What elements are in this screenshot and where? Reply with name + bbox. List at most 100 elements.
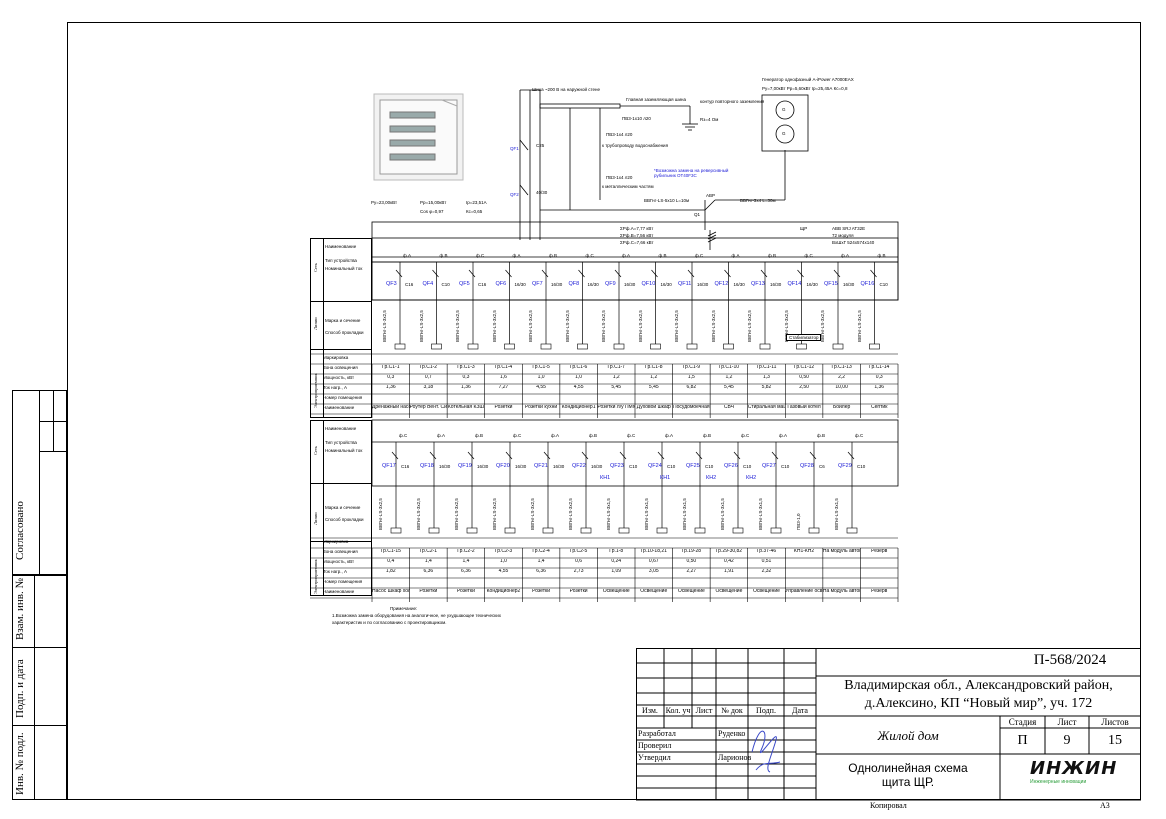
load-symbol — [542, 527, 554, 534]
row2-nominal-label: Номинальный ток — [325, 448, 363, 453]
table-row-label: Зона освещения — [323, 365, 358, 370]
table-cell-names: Стиральная машина — [747, 405, 786, 410]
load-symbol — [504, 527, 516, 534]
breaker-symbol — [833, 269, 841, 278]
table-cell-groups: Гр.С1-5 — [532, 365, 550, 370]
table-cell-power: 0,50 — [799, 375, 809, 380]
table-cell-power: 1,2 — [725, 375, 733, 380]
table-cell-names: Розетки л/у ПММ — [597, 405, 635, 410]
breaker-label: QF24 — [648, 463, 662, 469]
table-cell-names: Духовой шкаф — [636, 405, 671, 410]
phase-a-sum: ΣPф.A=7,77 кВт — [620, 226, 654, 231]
table-cell-current: 5,82 — [761, 385, 772, 390]
table-row-label: Маркировка — [323, 355, 349, 360]
phase-label: ф.B — [703, 433, 711, 438]
table-cell-current: 7,27 — [498, 385, 509, 390]
table-cell-current: 1,36 — [385, 385, 396, 390]
table-cell-groups: Гр.С1-15 — [380, 549, 401, 554]
breaker-label: QF29 — [838, 463, 852, 469]
load-symbol — [686, 343, 698, 350]
table-cell-groups: Гр.С1-7 — [607, 365, 625, 370]
phase-label: ф.C — [627, 433, 636, 438]
row1-nominal-label: Номинальный ток — [325, 266, 363, 271]
table-row-label: Ток нагр., А — [323, 569, 348, 574]
qf1-label: QF1 — [510, 146, 519, 151]
breaker-symbol — [505, 269, 512, 278]
breaker-label: QF6 — [495, 281, 507, 287]
table-cell-groups: Гр.С1-11 — [756, 365, 777, 370]
row1-type-label: Тип устройства — [325, 258, 357, 263]
load-symbol — [723, 343, 734, 350]
phase-label: ф.B — [475, 433, 483, 438]
table-cell-current: 10,00 — [835, 385, 848, 390]
ground-bus-label: Главная заземляющая шина — [626, 97, 686, 102]
table-cell-groups: Гр.С1-2 — [419, 365, 438, 370]
phase-label: ф.B — [658, 253, 667, 258]
kn-label: КН1 — [660, 475, 671, 481]
breaker-label: QF28 — [800, 463, 814, 469]
table-cell-current: 2,27 — [686, 569, 697, 574]
phase-label: ф.C — [585, 253, 594, 258]
object-name: Жилой дом — [877, 728, 939, 743]
breaker-label: QF16 — [860, 281, 875, 287]
table-cell-groups: Гр.С1-1 — [382, 365, 400, 370]
sheet-value: 9 — [1063, 733, 1071, 748]
panel-illustration — [372, 92, 465, 182]
load-symbol — [580, 527, 592, 534]
ground-contour-label: контур повторного заземления — [700, 99, 765, 104]
breaker-symbol — [619, 451, 627, 460]
row2-method-label: Способ прокладки — [325, 517, 364, 522]
rating-label: С10 — [705, 464, 714, 469]
rating-label: С10 — [781, 464, 790, 469]
rating-label: 16/30 — [843, 282, 855, 287]
table-cell-current: 5,45 — [611, 385, 622, 390]
table-cell-names: СВЧ — [723, 405, 734, 410]
breaker-symbol — [657, 451, 665, 460]
table-cell-current: 6,82 — [686, 385, 697, 390]
kn-label: КН2 — [746, 475, 757, 481]
table-row-label: Маркировка — [323, 539, 349, 544]
phase-label: ф.B — [439, 253, 448, 258]
address-line1: Владимирская обл., Александровский район… — [844, 678, 1113, 693]
phase-b-sum: ΣPф.B=7,56 кВт — [620, 233, 654, 238]
breaker-label: QF11 — [678, 281, 692, 287]
sheet-title-2: щита ЩР. — [881, 775, 935, 789]
grounding-note: Шина ~200 В на наружной стене — [532, 87, 601, 92]
table-cell-power: 1,5 — [687, 375, 695, 380]
rating-label: С16 — [401, 464, 410, 469]
breaker-label: QF19 — [458, 463, 472, 469]
address-line2: д.Алексино, КП “Новый мир”, уч. 172 — [864, 696, 1093, 711]
panel-modules: 72 модуля — [832, 233, 854, 238]
phase-label: ф.B — [549, 253, 557, 258]
breaker-label: QF26 — [724, 463, 738, 469]
table-cell-power: 1,6 — [500, 375, 507, 380]
phase-label: ф.A — [622, 253, 630, 258]
table-row-label: Номер помещения — [323, 395, 363, 400]
breaker-symbol — [391, 451, 399, 460]
table-cell-groups: Гр.С1-14 — [869, 365, 890, 370]
phase-label: ф.B — [817, 433, 825, 438]
breaker-label: QF23 — [610, 463, 624, 469]
rating-label: 16/30 — [624, 282, 636, 287]
table-cell-groups: Гр.1-8 — [609, 549, 624, 554]
notes-line1: 1.Возможна замена оборудования на аналог… — [332, 613, 502, 618]
title-col-header: Подп. — [756, 706, 776, 715]
title-col-header: Дата — [792, 706, 808, 715]
breaker-label: QF13 — [751, 281, 765, 287]
breaker-symbol — [505, 451, 513, 460]
title-role: Проверил — [638, 741, 672, 750]
table-cell-names: Розетки кухни — [524, 405, 558, 410]
stage-label: Стадия — [1008, 717, 1037, 727]
rating-label: 16/30 — [477, 464, 489, 469]
ats-label: АВР — [706, 193, 716, 198]
table-cell-current: 4,55 — [536, 385, 546, 390]
load-pp: Рр=15,00кВт — [420, 200, 447, 205]
phase-label: ф.C — [513, 433, 522, 438]
sheets-label: Листов — [1101, 717, 1129, 727]
row1-cable-label: Марка и сечение — [325, 318, 361, 323]
table-cell-groups: Гр.С1-13 — [831, 365, 852, 370]
load-symbol — [504, 343, 515, 350]
cable-pe3: ПВ3-1х4 л20 — [606, 175, 633, 180]
phase-label: ф.C — [476, 253, 485, 258]
table-cell-names: Освещение — [640, 589, 668, 594]
